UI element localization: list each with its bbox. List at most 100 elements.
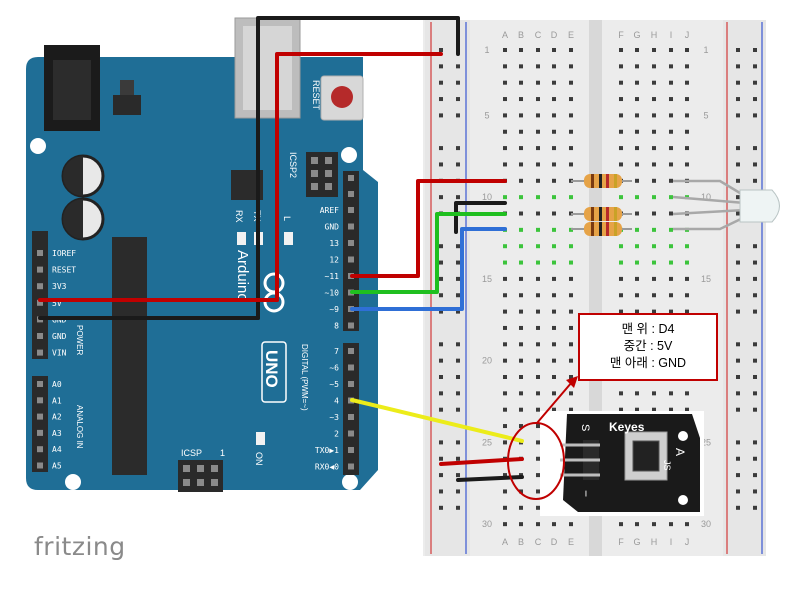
digital-pin-label: ~6 [329, 364, 339, 373]
breadboard-hole [685, 162, 689, 167]
rail-hole [456, 195, 460, 200]
breadboard-hole [503, 195, 507, 200]
breadboard-hole [519, 113, 523, 118]
breadboard-hole [569, 391, 573, 396]
breadboard-hole [685, 522, 689, 527]
breadboard-hole [635, 178, 639, 183]
breadboard-hole [503, 80, 507, 85]
column-letter-top: H [651, 30, 658, 40]
reset-button[interactable] [331, 86, 353, 108]
breadboard-hole [519, 375, 523, 379]
breadboard-hole [569, 162, 573, 167]
breadboard-hole [652, 48, 656, 52]
rail-hole [736, 358, 740, 363]
resistor-3 [571, 222, 632, 236]
rail-hole [456, 456, 460, 461]
breadboard-hole [652, 162, 656, 167]
arduino-uno-board: RESET ICSP2 ICSP 1 RX TX L ON Arduino UN… [26, 17, 378, 492]
breadboard-hole [503, 424, 507, 429]
breadboard-hole [569, 48, 573, 52]
breadboard-hole [652, 244, 656, 249]
breadboard-hole [536, 309, 540, 314]
breadboard-hole [519, 489, 523, 494]
breadboard-hole [619, 80, 623, 85]
breadboard-hole [635, 146, 639, 151]
breadboard-hole [536, 276, 540, 281]
breadboard-hole [619, 48, 623, 52]
row-number-right: 25 [701, 437, 711, 447]
breadboard-hole [652, 293, 656, 298]
breadboard-hole [652, 391, 656, 396]
rail-hole [439, 80, 443, 85]
rail-hole [736, 80, 740, 85]
breadboard-hole [536, 424, 540, 429]
annotation-line-bottom: 맨 아래 : GND [609, 356, 687, 370]
breadboard-hole [569, 375, 573, 379]
breadboard-hole [669, 293, 673, 298]
breadboard-hole [619, 113, 623, 118]
analog-header [32, 376, 48, 472]
rail-hole [736, 505, 740, 510]
icsp-pins [183, 465, 218, 486]
rail-hole [753, 97, 757, 102]
power-pin-label: RESET [52, 266, 76, 275]
breadboard-hole [503, 391, 507, 396]
breadboard-hole [652, 260, 656, 265]
icsp-pin1-label: 1 [220, 448, 225, 458]
rail-hole [456, 146, 460, 151]
rail-hole [736, 260, 740, 265]
breadboard-hole [652, 129, 656, 134]
breadboard-hole [569, 129, 573, 134]
wire-yellow-d4 [350, 398, 524, 443]
breadboard-hole [635, 64, 639, 69]
breadboard-hole [669, 48, 673, 52]
row-number-right: 30 [701, 519, 711, 529]
rail-hole [753, 489, 757, 494]
digital-pin-label: AREF [320, 206, 339, 215]
breadboard-hole [536, 48, 540, 52]
resistor-2 [571, 207, 632, 221]
header-pin [211, 479, 218, 486]
breadboard-hole [519, 309, 523, 314]
wire-black-led-gnd [454, 201, 507, 234]
rail-hole [456, 64, 460, 69]
breadboard-hole [519, 325, 523, 330]
row-number-left: 5 [484, 110, 489, 120]
digital-pin-label: ~10 [325, 289, 340, 298]
breadboard-hole [652, 113, 656, 118]
column-letter-bottom: G [633, 537, 640, 547]
rail-hole [753, 505, 757, 510]
rail-hole [439, 309, 443, 314]
resistors [571, 174, 632, 236]
breadboard-hole [669, 146, 673, 151]
pin-annotation-box: 맨 위 : D4 중간 : 5V 맨 아래 : GND [578, 313, 718, 381]
breadboard-hole [569, 522, 573, 527]
column-letter-top: C [535, 30, 542, 40]
breadboard-hole [685, 309, 689, 314]
breadboard-hole [519, 342, 523, 347]
breadboard-hole [519, 391, 523, 396]
breadboard-hole [519, 407, 523, 412]
breadboard-hole [536, 489, 540, 494]
digital-pin-label: GND [325, 223, 340, 232]
breadboard-hole [685, 129, 689, 134]
breadboard-hole [635, 227, 639, 232]
header-pin [197, 465, 204, 472]
breadboard-hole [536, 146, 540, 151]
power-jack-inner [53, 60, 91, 120]
rail-hole [439, 456, 443, 461]
breadboard-hole [519, 358, 523, 363]
header-pin [348, 175, 354, 181]
breadboard-hole [652, 407, 656, 412]
breadboard-hole [536, 522, 540, 527]
breadboard-hole [503, 113, 507, 118]
breadboard-hole [635, 293, 639, 298]
rx-led-label: RX [234, 210, 244, 223]
breadboard-hole [669, 129, 673, 134]
breadboard-hole [569, 342, 573, 347]
tx-led [237, 232, 246, 245]
breadboard-hole [635, 276, 639, 281]
module-brand: Keyes [609, 420, 645, 434]
breadboard-hole [669, 407, 673, 412]
rail-hole [736, 113, 740, 118]
